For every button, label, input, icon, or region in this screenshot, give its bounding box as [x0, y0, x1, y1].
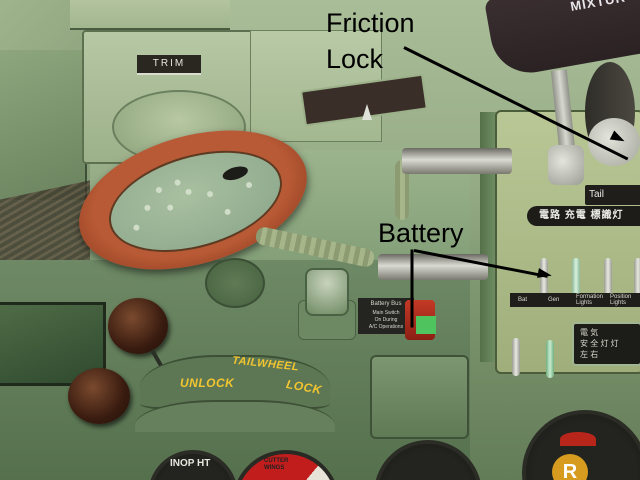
tailwheel-lock-quadrant-lower [135, 400, 335, 432]
lever-nut [548, 145, 584, 185]
lower-toggle-left[interactable] [512, 338, 520, 376]
battery-bus-placard: Battery Bus Main Switch On During A/C Op… [358, 298, 414, 334]
rivet [143, 204, 152, 212]
switch-label-position: Position Lights [610, 294, 632, 306]
rivet [223, 208, 232, 216]
left-side-panel [0, 50, 87, 200]
trim-housing-top [70, 0, 230, 30]
lower-control-knob[interactable] [68, 368, 130, 424]
switch-label-bat: Bat [518, 297, 528, 303]
unlock-label: UNLOCK [180, 376, 235, 390]
lower-cannon-connector [378, 254, 488, 280]
battery-plate-line: A/C Operations [368, 324, 404, 330]
lower-toggle-green[interactable] [546, 340, 554, 378]
switch-labels-strip: Bat Gen Formation Lights Position Lights [510, 293, 640, 307]
jp-line: 電 気 [580, 328, 599, 337]
mixture-label: MIXTUR [569, 0, 627, 14]
tail-placard: Tail [585, 185, 640, 205]
switch-label-gen: Gen [548, 297, 560, 303]
switch-label-formation: Formation Lights [576, 294, 604, 306]
trim-scale-pointer [362, 104, 372, 120]
rivet [184, 188, 193, 196]
lower-right-plate [370, 355, 469, 439]
formation-lights-toggle[interactable] [604, 258, 612, 296]
friction-label-line1: Friction [326, 8, 415, 38]
upper-cannon-connector [402, 148, 512, 174]
generator-toggle[interactable] [572, 258, 580, 296]
battery-label: Battery [378, 218, 464, 248]
panel-round-opening [205, 258, 265, 308]
battery-plate-line: On During [374, 317, 398, 323]
red-gauge-text: CUTTER WINGS [264, 458, 289, 471]
r-disc: R [552, 454, 588, 480]
rivet [155, 186, 163, 194]
rivet [245, 181, 253, 189]
rivet [132, 223, 141, 232]
fuel-fitting [305, 268, 349, 316]
left-gauge-text: INOP HT [170, 458, 211, 469]
electrical-jp-placard: 電路 充電 標識灯 [527, 206, 640, 226]
battery-plate-line: Main Switch [372, 310, 400, 316]
friction-label-line2: Lock [326, 44, 384, 74]
battery-plate-title: Battery Bus [370, 301, 402, 307]
rivet [206, 190, 214, 198]
wire-lead [395, 160, 409, 220]
rivet [166, 203, 174, 212]
trim-placard: TRIM [137, 55, 201, 75]
trim-wheel-hole [221, 163, 250, 183]
red-arc [560, 432, 596, 446]
battery-leader-line [410, 249, 414, 328]
upper-control-knob[interactable] [108, 298, 168, 354]
battery-switch-green-tab [416, 316, 436, 334]
jp-instruction-block: 電 気 安 全 灯 灯 左 右 [572, 322, 640, 366]
jp-line: 左 右 [580, 350, 599, 359]
jp-line: 安 全 灯 灯 [580, 339, 619, 348]
position-lights-toggle[interactable] [634, 258, 640, 296]
rivet [173, 178, 182, 187]
